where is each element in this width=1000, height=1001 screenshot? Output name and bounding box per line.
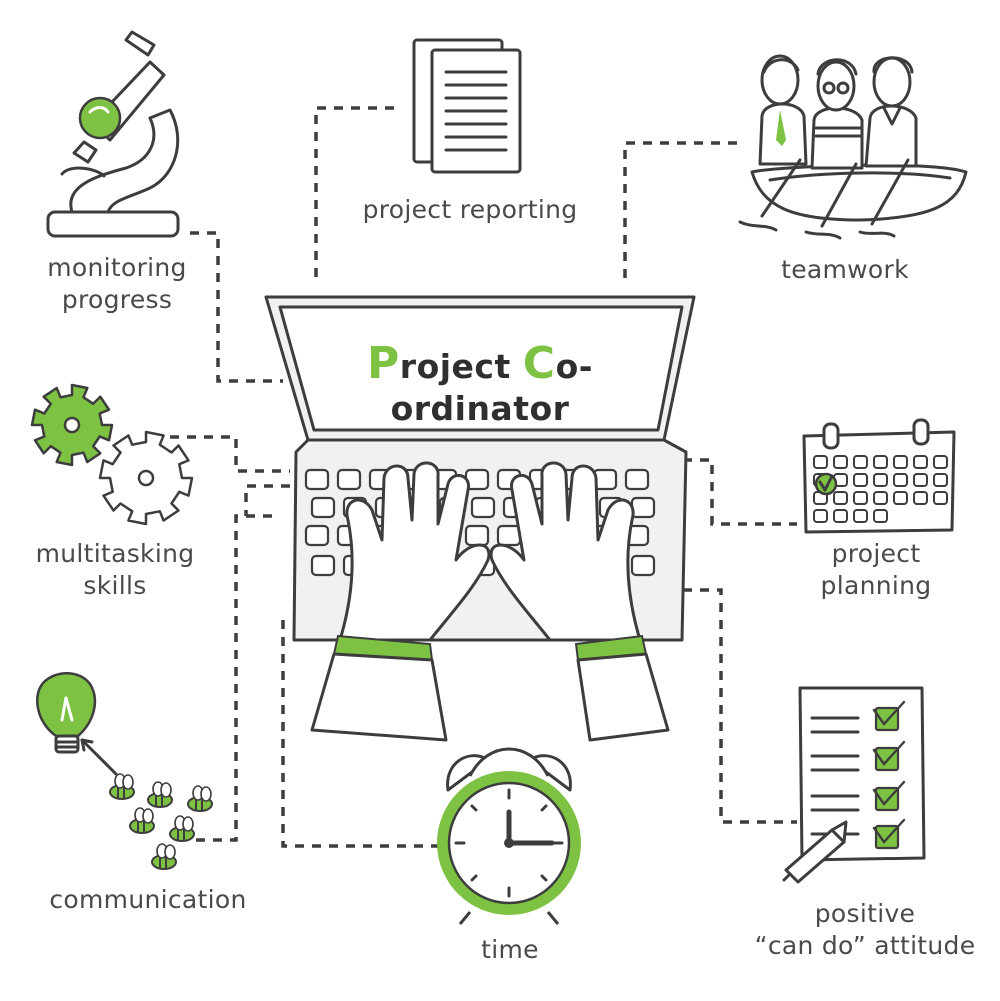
- keyboard-key: [630, 496, 656, 519]
- keyboard-key: [630, 554, 656, 577]
- rowing-team-icon: [738, 54, 968, 240]
- keyboard-key: [310, 554, 336, 577]
- label-project-planning: project planning: [796, 538, 956, 602]
- calendar-day: [913, 491, 928, 505]
- microscope-icon: [46, 30, 180, 238]
- label-multitasking-line2: skills: [83, 571, 147, 600]
- gears-icon: [30, 383, 194, 526]
- keyboard-key: [304, 468, 330, 491]
- bee-icon: [109, 773, 135, 800]
- calendar-day: [833, 455, 848, 469]
- calendar-day: [813, 455, 828, 469]
- bee-icon: [147, 781, 173, 808]
- calendar-day: [933, 455, 948, 469]
- keyboard-key: [496, 524, 522, 547]
- checkbox-checked: [872, 740, 906, 772]
- label-attitude-line2: “can do” attitude: [754, 931, 976, 960]
- calendar-day: [853, 473, 868, 487]
- label-project-reporting: project reporting: [362, 195, 578, 224]
- calendar-day: [893, 473, 908, 487]
- calendar-day: [853, 455, 868, 469]
- calendar-day: [913, 455, 928, 469]
- checkbox-checked: [872, 818, 906, 850]
- label-time: time: [481, 935, 539, 964]
- calendar-day: [913, 473, 928, 487]
- checkbox-checked: [872, 780, 906, 812]
- bee-icon: [129, 807, 155, 834]
- calendar-day: [893, 491, 908, 505]
- label-attitude-line1: positive: [814, 899, 916, 928]
- label-multitasking-line1: multitasking: [35, 539, 195, 568]
- keyboard-key: [304, 524, 330, 547]
- documents-icon: [412, 38, 522, 174]
- title-word-project: roject: [399, 347, 523, 386]
- calendar-day: [873, 491, 888, 505]
- lightbulb-icon: [36, 672, 118, 776]
- title-initial-p: P: [367, 338, 400, 389]
- connector-lines: [170, 106, 797, 848]
- pen-icon: [782, 820, 848, 884]
- calendar-day: [893, 455, 908, 469]
- label-communication: communication: [49, 885, 247, 914]
- keyboard-key: [464, 524, 490, 547]
- alarm-clock-icon: [437, 747, 581, 925]
- keyboard-key: [310, 496, 336, 519]
- label-multitasking-skills: multitasking skills: [20, 538, 210, 602]
- label-teamwork: teamwork: [781, 255, 909, 284]
- label-positive-attitude: positive “can do” attitude: [740, 898, 990, 962]
- calendar-day: [933, 473, 948, 487]
- title-word-coordinator: o-ordinator: [390, 347, 593, 428]
- calendar-day: [853, 491, 868, 505]
- label-planning-line2: planning: [820, 571, 932, 600]
- calendar-day: [833, 509, 848, 523]
- bee-icon: [187, 785, 213, 812]
- calendar-day: [813, 509, 828, 523]
- calendar-day: [873, 473, 888, 487]
- calendar-icon: [802, 418, 956, 534]
- keyboard-key: [470, 496, 496, 519]
- bees-icon: [109, 773, 213, 870]
- bee-icon: [169, 815, 195, 842]
- page-title: Project Co-ordinator: [280, 338, 680, 428]
- checkbox-checked: [872, 700, 906, 732]
- label-monitoring-progress: monitoring progress: [22, 252, 212, 316]
- hands-icon: [310, 461, 670, 742]
- keyboard-key: [624, 468, 650, 491]
- calendar-day: [853, 509, 868, 523]
- calendar-day: [873, 509, 888, 523]
- keyboard-key: [336, 468, 362, 491]
- bee-icon: [151, 843, 177, 870]
- calendar-day: [873, 455, 888, 469]
- label-monitoring-line2: progress: [61, 285, 173, 314]
- label-planning-line1: project: [831, 539, 921, 568]
- title-initial-c: C: [522, 338, 556, 389]
- calendar-day: [933, 491, 948, 505]
- checklist-icon: [798, 686, 926, 862]
- label-monitoring-line1: monitoring: [47, 253, 187, 282]
- calendar-day: [833, 491, 848, 505]
